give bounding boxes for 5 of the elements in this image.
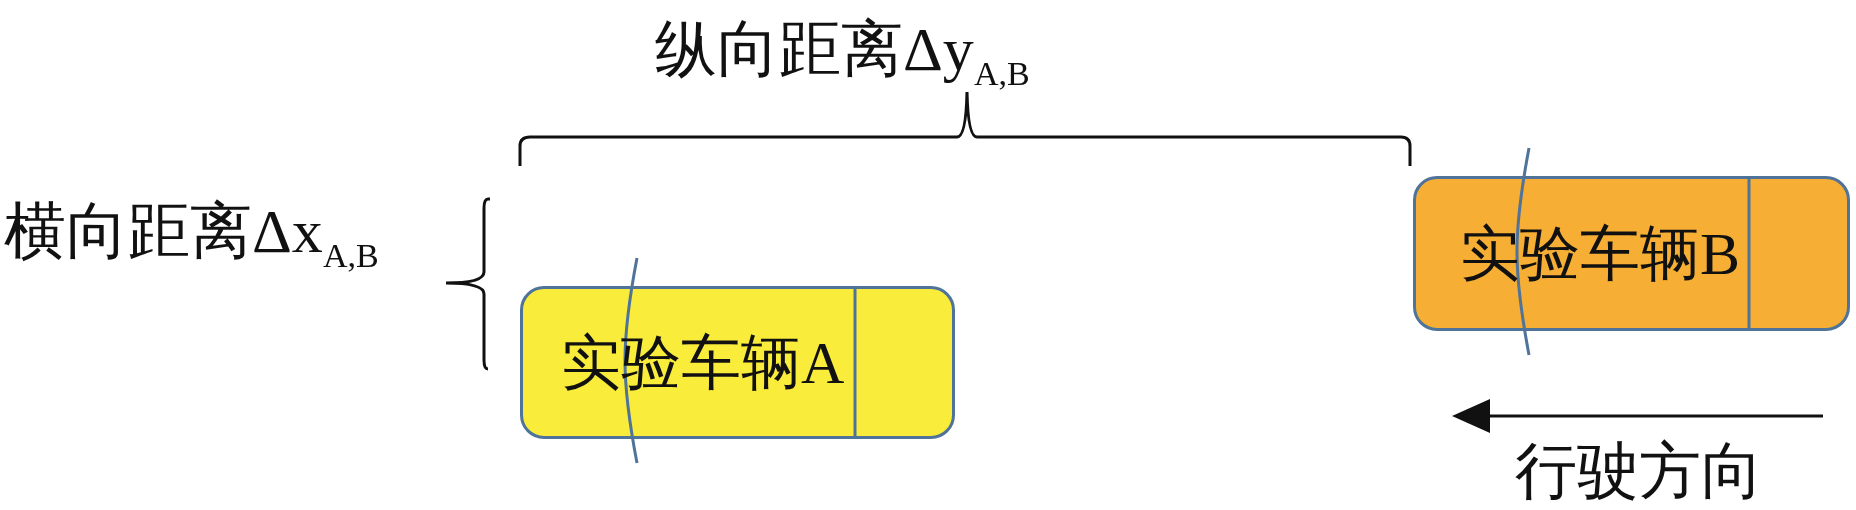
direction-label: 行驶方向	[1515, 440, 1763, 502]
vehicle-box	[1413, 176, 1850, 331]
vehicle-box	[520, 286, 955, 439]
distance-label: 横向距离Δx$_{A,B}$	[4, 200, 379, 274]
distance-label: 纵向距离Δy$_{A,B}$	[655, 18, 1030, 92]
